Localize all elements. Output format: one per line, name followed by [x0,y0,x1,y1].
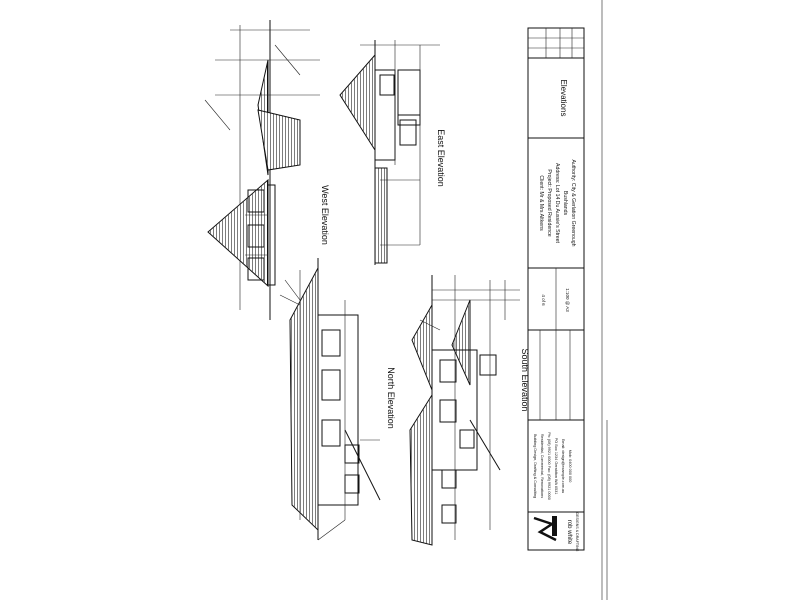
east-elevation-label: East Elevation [436,129,446,187]
north-elevation-drawing: North Elevation [279,258,396,541]
company-logo-icon [533,516,557,542]
sheet-title: Elevations [559,80,568,117]
project-line: Project: Proposed Residence [546,169,552,236]
sheet-number: 4 of 6 [541,294,546,306]
title-block: Elevations Client: Mr & Mrs Altkens Proj… [527,27,585,552]
west-elevation-label: West Elevation [320,185,330,245]
address-line: Address: Lot 14 Du Aussie's Street [554,163,560,244]
company-line-3: Ph: (08) 9921 0000 Fax: (08) 9921 0000 [547,432,551,500]
company-line-4: PO Box 1234 Geraldton WA 6531 [554,438,558,495]
company-line-1: Building Design, Drafting & Consulting [533,434,537,498]
scan-edge-marks [601,0,608,600]
north-elevation-label: North Elevation [386,367,396,429]
south-elevation-drawing: South Elevation [409,275,530,546]
authority-line: Authority: City & Gerlation Greenough [570,159,576,246]
company-line-5: Email: design@example.com.au [561,439,565,494]
west-elevation-drawing: West Elevation [204,20,330,320]
company-line-2: Residential, Commercial, Renovations [540,434,544,498]
locality-line: Bushlands [562,191,568,216]
east-elevation-drawing: East Elevation [339,40,446,265]
scale-value: 1:100 @ A3 [565,288,570,312]
logo-subtext: DESIGNS & DRAFTING [575,513,579,552]
client-line: Client: Mr & Mrs Altkens [538,175,544,231]
south-elevation-label: South Elevation [520,348,530,411]
logo-text: rob white [566,520,572,545]
company-line-6: Mob: 0400 000 000 [568,450,572,483]
